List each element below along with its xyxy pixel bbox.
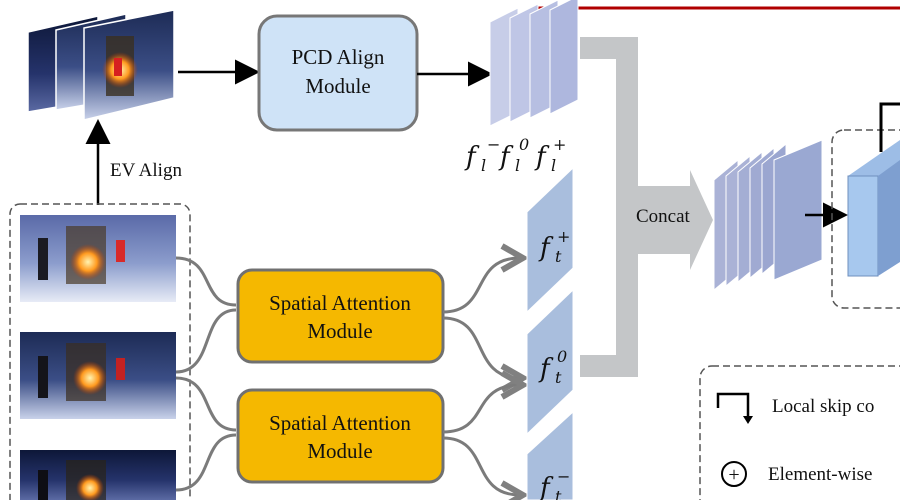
skip-connection-line <box>879 102 900 152</box>
input-frame-2 <box>20 332 176 419</box>
feature-map-ft-minus: f t − <box>526 410 574 500</box>
pcd-label-line2: Module <box>305 74 370 98</box>
attention-to-feature-curves <box>442 258 520 495</box>
fl-minus-sub: l <box>481 156 486 175</box>
element-wise-sum-icon <box>721 461 747 487</box>
aligned-frame-stack <box>27 9 175 121</box>
skip-connection-icon <box>716 392 750 420</box>
fl-zero-sub: l <box>515 156 520 175</box>
ft-zero-sub: t <box>555 368 562 387</box>
pcd-align-module[interactable]: PCD Align Module <box>257 14 419 132</box>
legend-elementwise-text: Element-wise <box>768 464 872 485</box>
spatial-attention-module-bottom[interactable]: Spatial Attention Module <box>236 388 445 484</box>
fl-plus-sup: + <box>553 135 566 154</box>
fl-plus-sub: l <box>551 156 556 175</box>
pcd-label-line1: PCD Align <box>292 45 385 69</box>
ft-zero-sup: 0 <box>557 347 567 366</box>
ev-align-label: EV Align <box>110 160 182 181</box>
concat-feature-stack <box>713 139 823 292</box>
input-frame-3 <box>20 450 176 500</box>
fl-minus-base: f <box>464 142 480 172</box>
spatial-bottom-line1: Spatial Attention <box>269 411 411 435</box>
fl-zero-base: f <box>498 142 514 172</box>
feature-map-ft-zero: f t 0 <box>526 288 574 436</box>
ft-minus-sup: − <box>557 467 570 486</box>
legend-elementwise-item: + Element-wise <box>721 461 872 487</box>
fl-zero-sup: 0 <box>519 135 529 154</box>
ft-plus-sub: t <box>555 247 562 266</box>
residual-block-container <box>831 129 900 309</box>
spatial-top-line1: Spatial Attention <box>269 291 411 315</box>
ft-plus-sup: + <box>557 227 570 246</box>
spatial-top-line2: Module <box>307 319 372 343</box>
input-frames-container <box>9 203 191 500</box>
residual-block <box>847 140 900 277</box>
input-frame-1 <box>20 215 176 302</box>
plus-symbol: + <box>728 464 739 486</box>
frame-to-attention-curves <box>175 256 237 492</box>
legend-skip-text: Local skip co <box>772 396 874 417</box>
fl-minus-sup: − <box>487 135 500 154</box>
legend-skip-item: Local skip co <box>716 392 874 424</box>
concat-path <box>580 37 713 377</box>
aligned-feature-maps <box>489 0 579 127</box>
concat-label: Concat <box>636 206 691 227</box>
aligned-feature-labels: f l − f l 0 f l + <box>464 135 566 175</box>
ft-minus-sub: t <box>555 487 562 500</box>
feature-map-ft-plus: f t + <box>526 166 574 314</box>
spatial-bottom-line2: Module <box>307 439 372 463</box>
fl-plus-base: f <box>534 142 550 172</box>
spatial-attention-module-top[interactable]: Spatial Attention Module <box>236 268 445 364</box>
